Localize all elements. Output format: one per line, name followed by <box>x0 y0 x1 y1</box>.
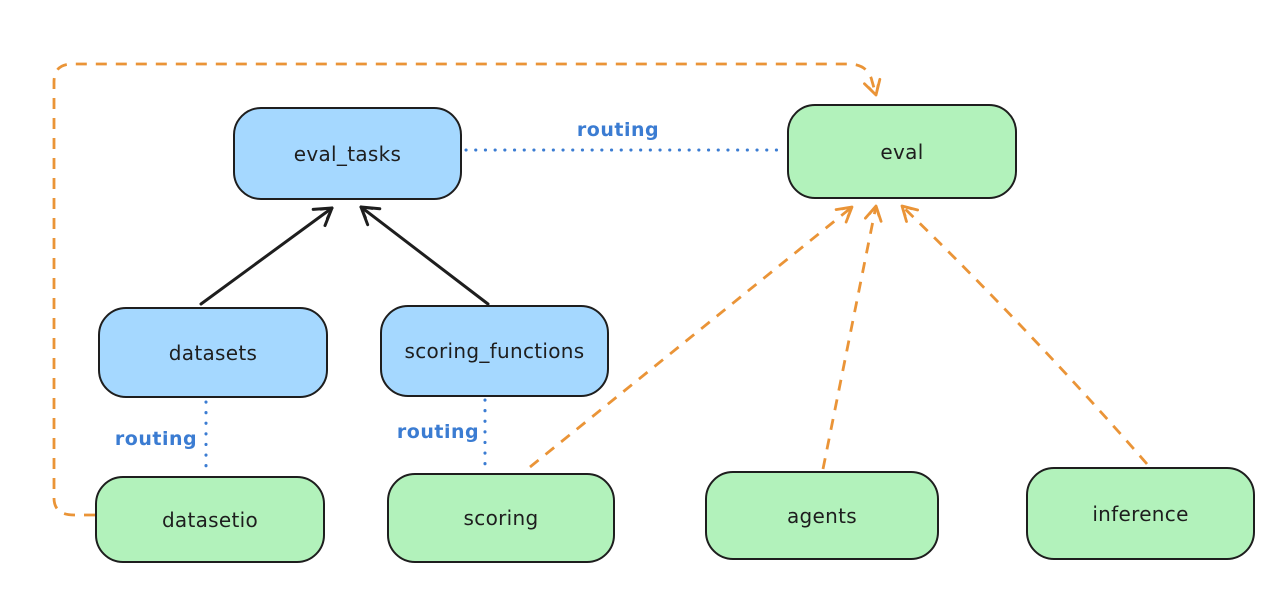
edge-inference-to-eval <box>900 204 1149 465</box>
node-datasets: datasets <box>98 307 328 398</box>
node-eval-tasks-label: eval_tasks <box>293 141 402 166</box>
node-eval-tasks: eval_tasks <box>233 107 462 200</box>
node-agents-label: agents <box>787 503 857 528</box>
edge-label-routing-eval: routing <box>576 119 660 141</box>
edge-datasetio-to-eval <box>52 62 882 517</box>
node-scoring-functions-label: scoring_functions <box>404 339 585 363</box>
edge-label-routing-scoring: routing <box>396 421 480 443</box>
node-scoring-functions: scoring_functions <box>380 305 609 397</box>
edge-label-routing-datasetio: routing <box>114 428 198 450</box>
edge-scoring-functions-to-eval-tasks <box>359 205 490 306</box>
node-eval: eval <box>787 104 1017 199</box>
node-datasetio: datasetio <box>95 476 325 563</box>
node-agents: agents <box>705 471 939 560</box>
node-datasetio-label: datasetio <box>161 507 259 532</box>
node-scoring-label: scoring <box>463 506 539 530</box>
edge-datasets-to-eval-tasks <box>199 206 334 306</box>
node-inference: inference <box>1026 467 1255 560</box>
node-datasets-label: datasets <box>168 340 258 365</box>
edge-scoring-to-eval <box>529 205 854 469</box>
node-inference-label: inference <box>1092 501 1189 526</box>
node-scoring: scoring <box>387 473 615 563</box>
edge-agents-to-eval <box>821 204 883 470</box>
node-eval-label: eval <box>880 139 924 164</box>
